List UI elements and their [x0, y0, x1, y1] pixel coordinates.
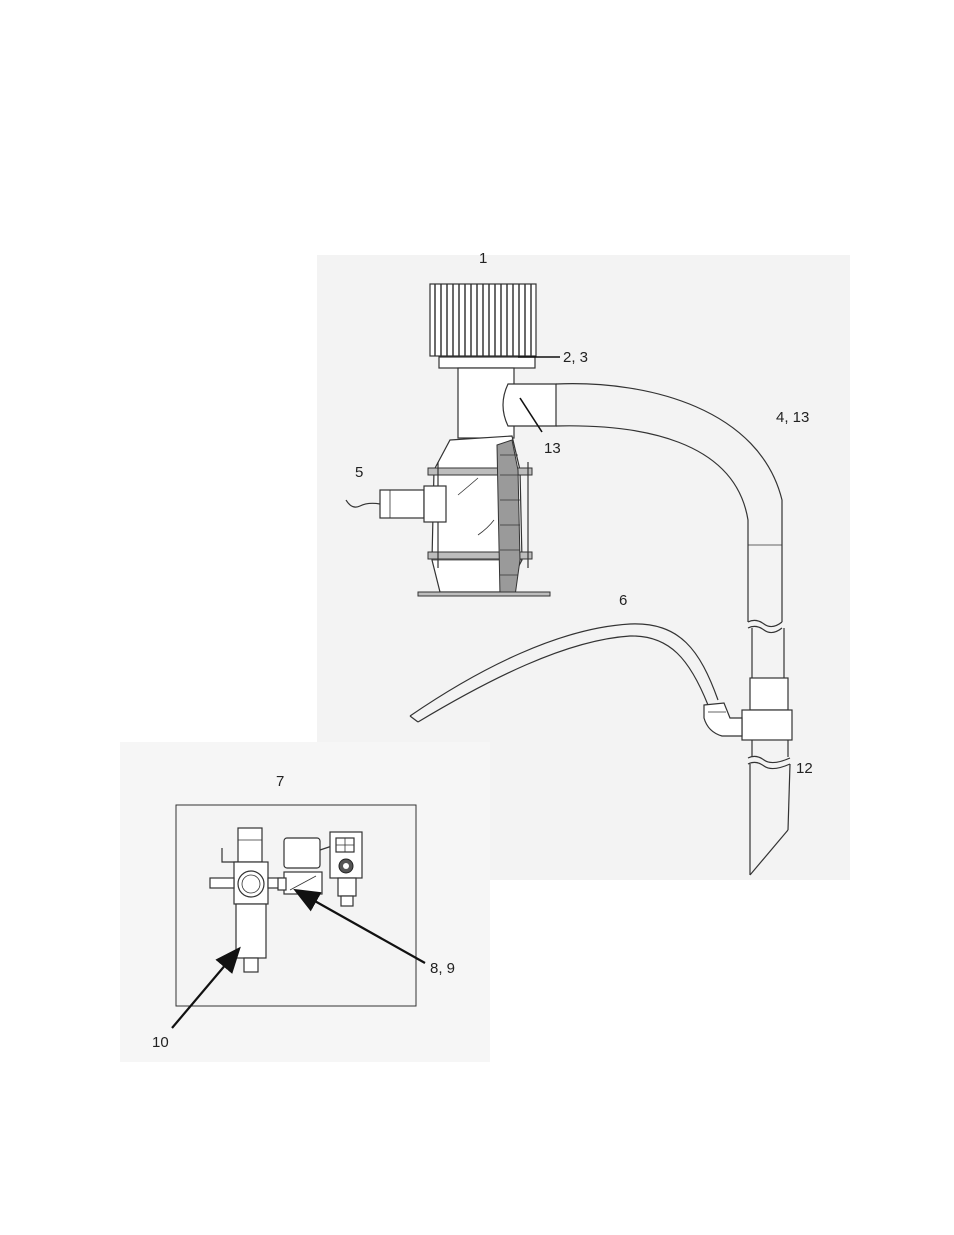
label-10: 10: [152, 1034, 169, 1051]
label-6: 6: [619, 592, 627, 609]
label-1: 1: [479, 250, 487, 267]
label-12: 12: [796, 760, 813, 777]
regulator-cap: [238, 828, 262, 862]
side-solenoid: [380, 490, 424, 518]
flange-plate: [439, 357, 535, 368]
pipe-sleeve: [503, 384, 556, 426]
base-plate: [418, 592, 550, 596]
control-box: [172, 805, 425, 1028]
pipe-coupling: [750, 678, 788, 710]
label-13: 13: [544, 440, 561, 457]
control-box-frame: [176, 805, 416, 1006]
hatched-gasket: [497, 440, 520, 596]
filter-bowl: [236, 904, 266, 958]
coupling-collar: [742, 710, 792, 740]
label-2-3: 2, 3: [563, 349, 588, 366]
label-4-13: 4, 13: [776, 409, 809, 426]
label-8-9: 8, 9: [430, 960, 455, 977]
solenoid-coil: [284, 838, 320, 868]
label-7: 7: [276, 773, 284, 790]
label-5: 5: [355, 464, 363, 481]
cable-gland: [338, 878, 356, 896]
finned-head: [430, 284, 536, 356]
